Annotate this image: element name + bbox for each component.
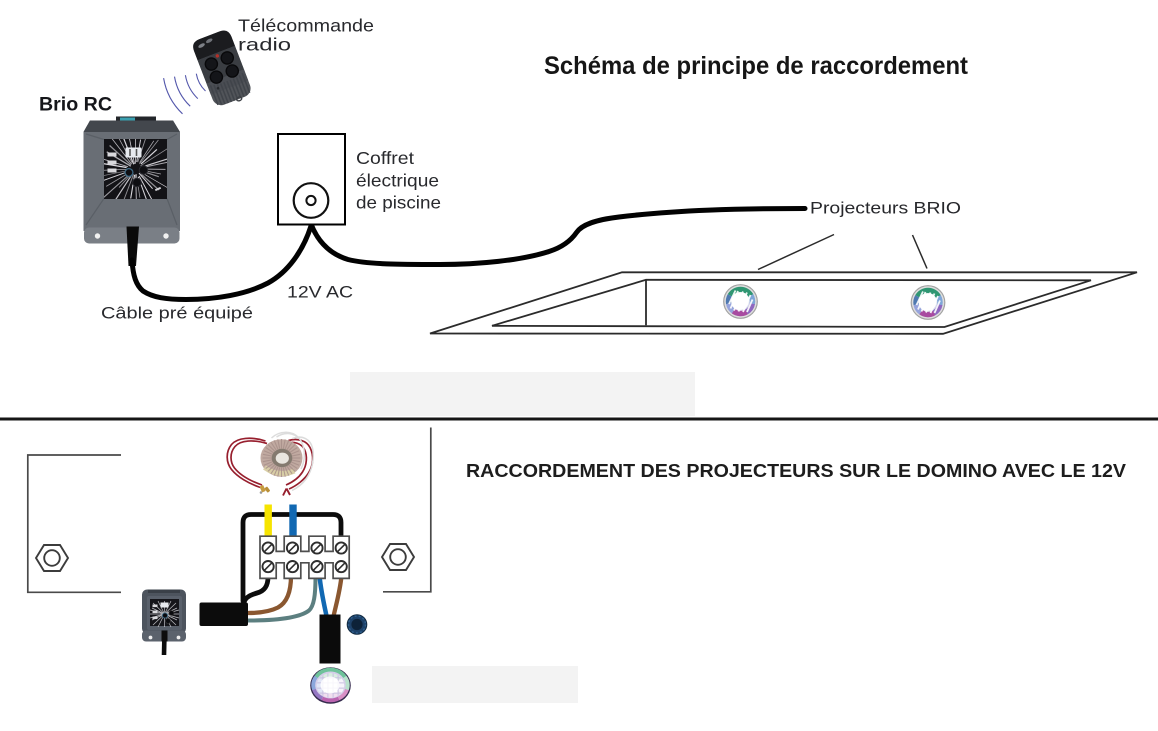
svg-text:de piscine: de piscine [356, 193, 441, 213]
svg-text:12V AC: 12V AC [287, 283, 353, 302]
svg-text:Câble pré équipé: Câble pré équipé [101, 304, 253, 323]
svg-text:Projecteurs BRIO: Projecteurs BRIO [810, 200, 961, 218]
svg-text:Télécommande: Télécommande [238, 16, 374, 36]
svg-text:Schéma de principe de raccorde: Schéma de principe de raccordement [544, 52, 969, 80]
svg-text:Brio RC: Brio RC [39, 95, 112, 116]
svg-text:RACCORDEMENT DES PROJECTEURS S: RACCORDEMENT DES PROJECTEURS SUR LE DOMI… [466, 460, 1127, 481]
svg-text:électrique: électrique [356, 171, 439, 191]
svg-text:radio: radio [238, 35, 291, 55]
svg-text:Coffret: Coffret [356, 148, 414, 168]
